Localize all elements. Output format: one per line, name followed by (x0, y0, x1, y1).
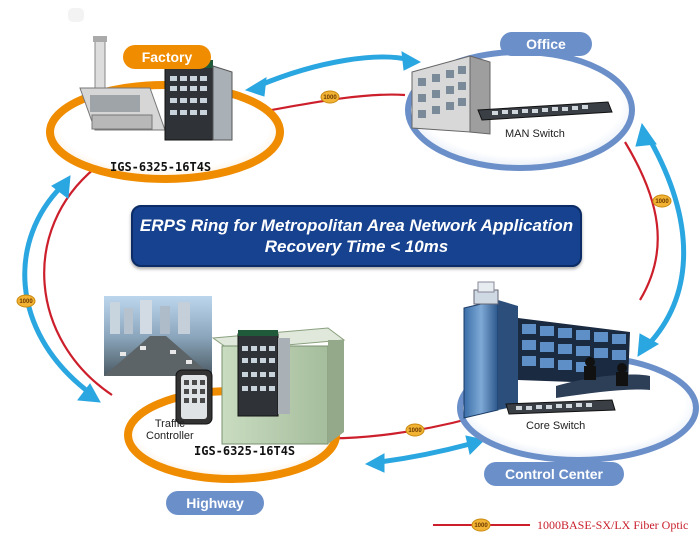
banner-line-2: Recovery Time < 10ms (264, 237, 449, 256)
badge-left: 1000 (16, 294, 36, 308)
badge-left-text: 1000 (19, 299, 33, 305)
link-office-control (624, 141, 659, 301)
video-wall (518, 318, 650, 398)
arrow-bottom (379, 441, 471, 465)
control-center-title-pill: Control Center (484, 462, 624, 486)
control-tower (463, 281, 518, 419)
office-title: Office (526, 36, 566, 52)
highway-title: Highway (186, 495, 244, 511)
erps-banner: ERPS Ring for Metropolitan Area Network … (131, 205, 582, 267)
core-switch-label: Core Switch (526, 420, 586, 432)
highway-switch (237, 330, 290, 417)
control-center-title: Control Center (505, 466, 603, 482)
legend-badge-text: 1000 (474, 523, 488, 529)
office-device-label: MAN Switch (505, 128, 565, 140)
banner-line-1: ERPS Ring for Metropolitan Area Network … (139, 216, 574, 235)
legend-label: 1000BASE-SX/LX Fiber Optic (537, 518, 689, 532)
factory-illustration (68, 8, 166, 131)
link-badges: 1000 1000 1000 1000 1000 (16, 90, 672, 532)
factory-device-label: IGS-6325-16T4S (110, 160, 212, 174)
traffic-controller-label: Traffic Controller (146, 418, 194, 442)
badge-bottom-text: 1000 (408, 428, 422, 434)
link-highway-factory (43, 167, 113, 396)
badge-top: 1000 (320, 90, 340, 104)
office-man-switch (477, 101, 613, 121)
legend-badge: 1000 (433, 518, 530, 532)
office-building (411, 55, 491, 135)
factory-title-pill: Factory (123, 45, 211, 69)
factory-switch (164, 60, 233, 141)
core-switch (505, 399, 616, 415)
traffic-controller-device (175, 369, 213, 425)
highway-device-label: IGS-6325-16T4S (194, 444, 296, 458)
badge-right: 1000 (652, 194, 672, 208)
badge-bottom: 1000 (405, 423, 425, 437)
office-title-pill: Office (500, 32, 592, 56)
badge-right-text: 1000 (655, 199, 669, 205)
factory-title: Factory (141, 49, 193, 65)
highway-title-pill: Highway (166, 491, 264, 515)
badge-top-text: 1000 (323, 95, 337, 101)
arrow-right (646, 138, 687, 347)
arrow-left (22, 184, 88, 392)
highway-photo (104, 296, 212, 376)
arrow-top (257, 54, 411, 89)
redundancy-arrows (22, 51, 687, 473)
